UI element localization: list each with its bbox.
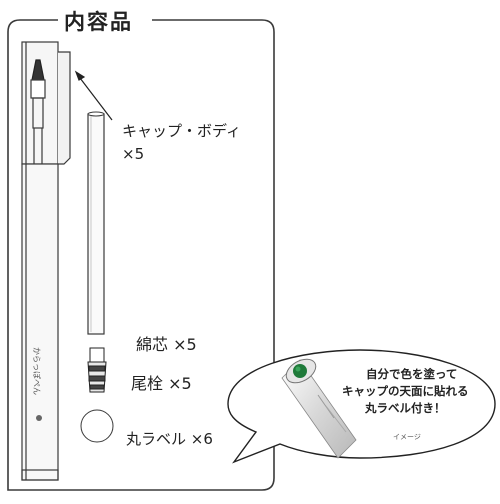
pen-body-mark (36, 415, 42, 421)
cap-body-arrow (74, 70, 113, 121)
contents-frame (7, 19, 275, 491)
plug-label: 尾栓 ×5 (131, 374, 192, 393)
wick-illustration (87, 113, 105, 335)
bubble-caption: イメージ (393, 433, 421, 441)
pen-illustration (21, 41, 71, 481)
wick-label: 綿芯 ×5 (136, 335, 197, 354)
cap-body-count: ×5 (122, 145, 145, 163)
plug-illustration (87, 347, 107, 393)
bubble-photo (281, 358, 357, 459)
green-label-dot (293, 364, 307, 378)
cap-body-label: キャップ・ボディ (122, 122, 241, 140)
bubble-text-line2: キャップの天面に貼れる (342, 384, 469, 398)
bubble-text-line3: 丸ラベル付き！ (365, 401, 446, 415)
round-label-illustration (80, 409, 114, 443)
bubble-text-line1: 自分で色を塗って (366, 367, 458, 381)
contents-title: 内容品 (58, 6, 139, 36)
pen-body-text: からっぽぺん (32, 347, 41, 395)
round-label-label: 丸ラベル ×6 (126, 430, 213, 448)
